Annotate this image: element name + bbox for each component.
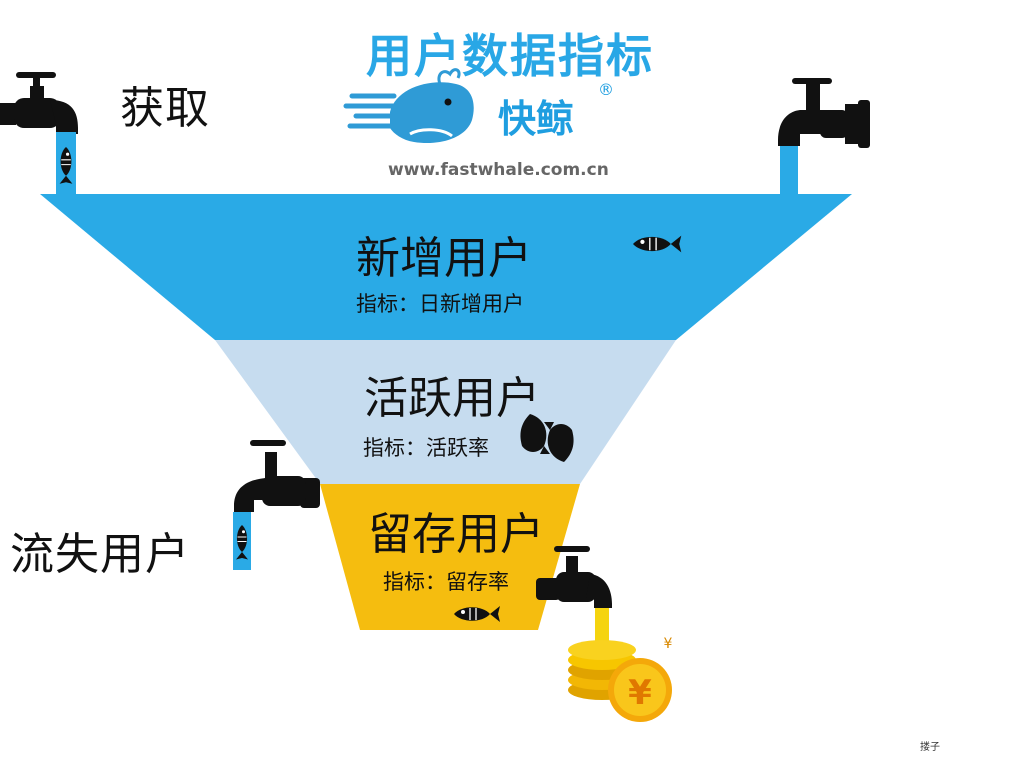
coin-symbol: ¥	[628, 673, 652, 713]
stage-metric-retained-users: 指标：留存率	[383, 570, 509, 594]
brand-name: 快鲸	[498, 97, 575, 141]
coin-symbol-small: ¥	[664, 636, 673, 652]
page-title: 用户数据指标	[366, 29, 654, 83]
stage-metric-new-users: 指标：日新增用户	[356, 292, 524, 316]
fish-icon-active	[520, 414, 574, 462]
brand-registered-mark: ®	[598, 80, 614, 99]
acquire-label: 获取	[120, 83, 210, 134]
whale-logo-icon	[343, 68, 474, 144]
churn-label: 流失用户	[10, 529, 190, 580]
funnel-stage-new-users	[40, 194, 852, 340]
credit-watermark: 搂子	[920, 742, 940, 753]
stage-title-new-users: 新增用户	[356, 233, 532, 284]
stage-title-retained-users: 留存用户	[368, 509, 544, 560]
faucet-icon-churn	[233, 440, 320, 570]
faucet-icon-acquire-right	[778, 78, 870, 194]
funnel-stage-retained-users	[320, 484, 580, 630]
coin-stack-icon: ¥ ¥	[568, 636, 673, 722]
faucet-icon-acquire	[0, 72, 78, 194]
stage-title-active-users: 活跃用户	[364, 373, 540, 424]
stage-metric-active-users: 指标：活跃率	[363, 436, 489, 460]
brand-url: www.fastwhale.com.cn	[388, 160, 609, 180]
